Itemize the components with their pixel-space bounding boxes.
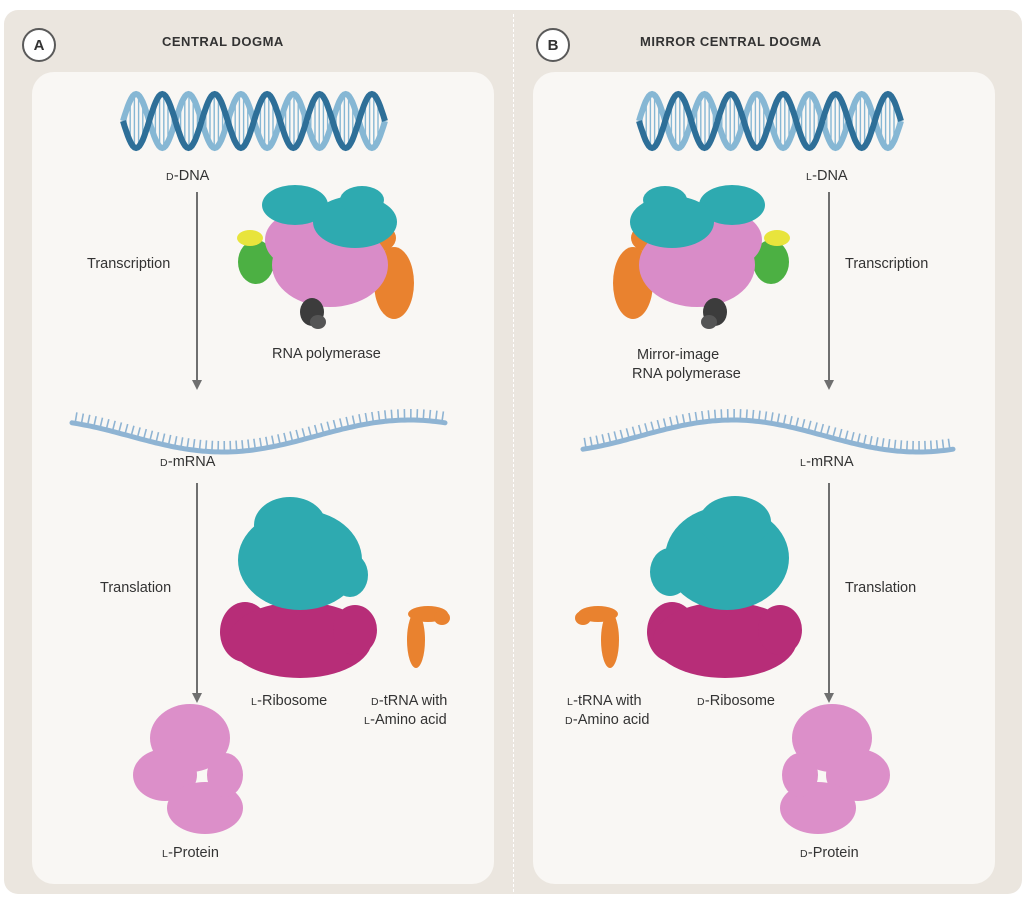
chirality-prefix: D [160, 457, 168, 469]
chirality-prefix: D [800, 848, 808, 860]
mrna-backbone [580, 417, 956, 455]
mrna-label-b: L-mRNA [800, 453, 854, 473]
mrna-strand-a [69, 408, 448, 455]
protein-structure-b [780, 704, 890, 834]
chirality-prefix: L [162, 848, 169, 860]
dna-helix-b [636, 90, 904, 152]
molecule-name: -Amino acid [572, 712, 650, 728]
chirality-prefix: D [166, 171, 174, 183]
protein-structure-a [133, 704, 243, 834]
ribosome-label-a: L-Ribosome [251, 692, 327, 712]
molecule-name: -tRNA with [378, 693, 448, 709]
panel-a-badge: A [22, 28, 56, 62]
chirality-prefix: D [697, 696, 705, 708]
molecule-name: -Amino acid [370, 712, 447, 728]
molecule-name: -Ribosome [704, 693, 775, 709]
ribosome-label-b: D-Ribosome [697, 692, 775, 712]
transcription-label-a: Transcription [87, 256, 171, 272]
molecule-name: -DNA [173, 168, 210, 184]
molecule-name: -Protein [168, 845, 219, 861]
chirality-prefix: L [364, 715, 371, 727]
ribosome-structure-a [220, 497, 377, 678]
trna-structure-a [407, 606, 450, 668]
dna-helix-a [120, 90, 388, 152]
trna-label-a-line2: L-Amino acid [364, 711, 447, 731]
translation-label-b: Translation [845, 580, 917, 596]
chirality-prefix: L [806, 171, 813, 183]
mrna-backbone [69, 417, 448, 455]
dna-label-a: D-DNA [166, 167, 209, 187]
polymerase-label-b-line1: Mirror-image [637, 347, 720, 363]
panel-divider [513, 14, 514, 892]
chirality-prefix: L [567, 696, 574, 708]
chirality-prefix: D [371, 696, 379, 708]
trna-label-b-line1: L-tRNA with [567, 692, 642, 712]
trna-label-b-line2: D-Amino acid [565, 711, 649, 731]
rna-polymerase-structure-b [613, 185, 790, 329]
chirality-prefix: L [251, 696, 258, 708]
chirality-prefix: D [565, 715, 573, 727]
molecule-name: -Ribosome [257, 693, 328, 709]
polymerase-label-b-line2: RNA polymerase [632, 366, 741, 382]
dna-backbone [120, 90, 388, 152]
protein-label-b: D-Protein [800, 844, 859, 864]
trna-label-a-line1: D-tRNA with [371, 692, 447, 712]
molecule-name: -Protein [807, 845, 859, 861]
chirality-prefix: L [800, 457, 807, 469]
ribosome-structure-b [647, 496, 802, 678]
translation-label-a: Translation [100, 580, 172, 596]
molecule-name: -tRNA with [573, 693, 642, 709]
panel-b-badge: B [536, 28, 570, 62]
molecule-name: -mRNA [806, 454, 854, 470]
dna-backbone [636, 90, 904, 152]
molecule-name: -mRNA [167, 454, 216, 470]
mrna-label-a: D-mRNA [160, 453, 215, 473]
protein-label-a: L-Protein [162, 844, 219, 864]
molecule-name: -DNA [812, 168, 848, 184]
panel-b-title: MIRROR CENTRAL DOGMA [640, 34, 822, 49]
trna-structure-b [575, 606, 619, 668]
dna-label-b: L-DNA [806, 167, 848, 187]
polymerase-label-a: RNA polymerase [272, 346, 381, 362]
panel-a-title: CENTRAL DOGMA [162, 34, 284, 49]
transcription-label-b: Transcription [845, 256, 929, 272]
rna-polymerase-structure-a [237, 185, 414, 329]
mrna-strand-b [580, 408, 956, 455]
